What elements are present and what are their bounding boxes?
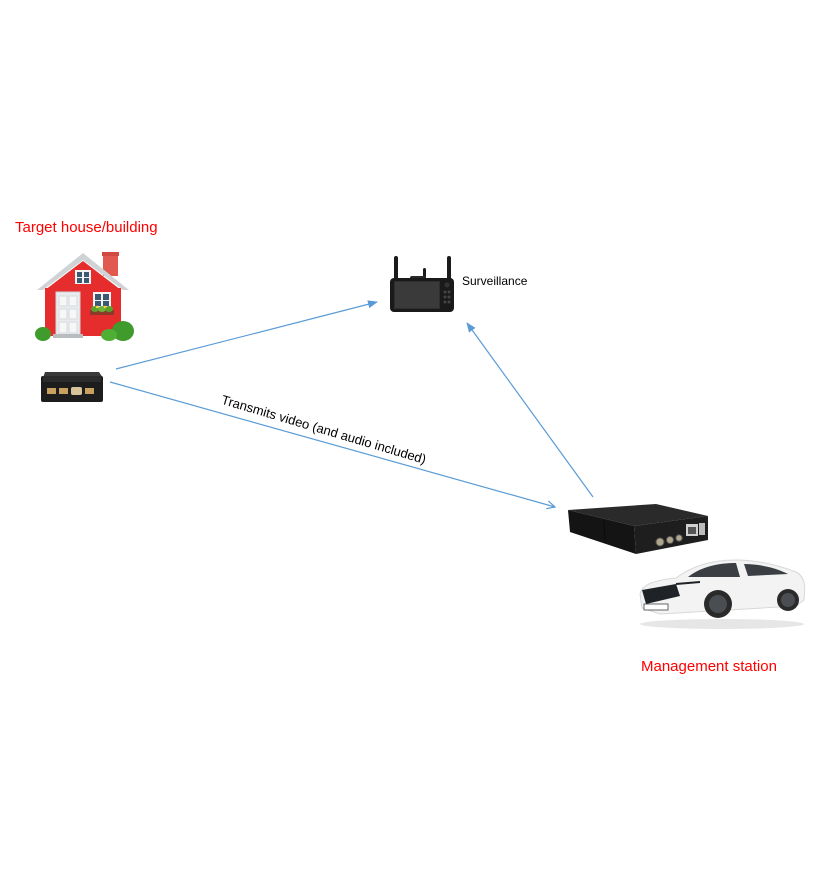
arrow-transmitter-to-receiver xyxy=(109,381,555,507)
arrow-receiver-to-monitor xyxy=(466,322,594,498)
surveillance-label: Surveillance xyxy=(462,274,528,288)
transmitter-device-icon xyxy=(41,372,103,402)
management-station-label: Management station xyxy=(641,658,777,675)
target-building-label: Target house/building xyxy=(15,219,158,236)
surveillance-monitor-icon xyxy=(390,256,454,312)
house-icon xyxy=(35,252,134,341)
receiver-box-icon xyxy=(568,504,708,554)
arrow-transmitter-to-monitor xyxy=(115,300,378,370)
car-icon xyxy=(639,559,806,629)
